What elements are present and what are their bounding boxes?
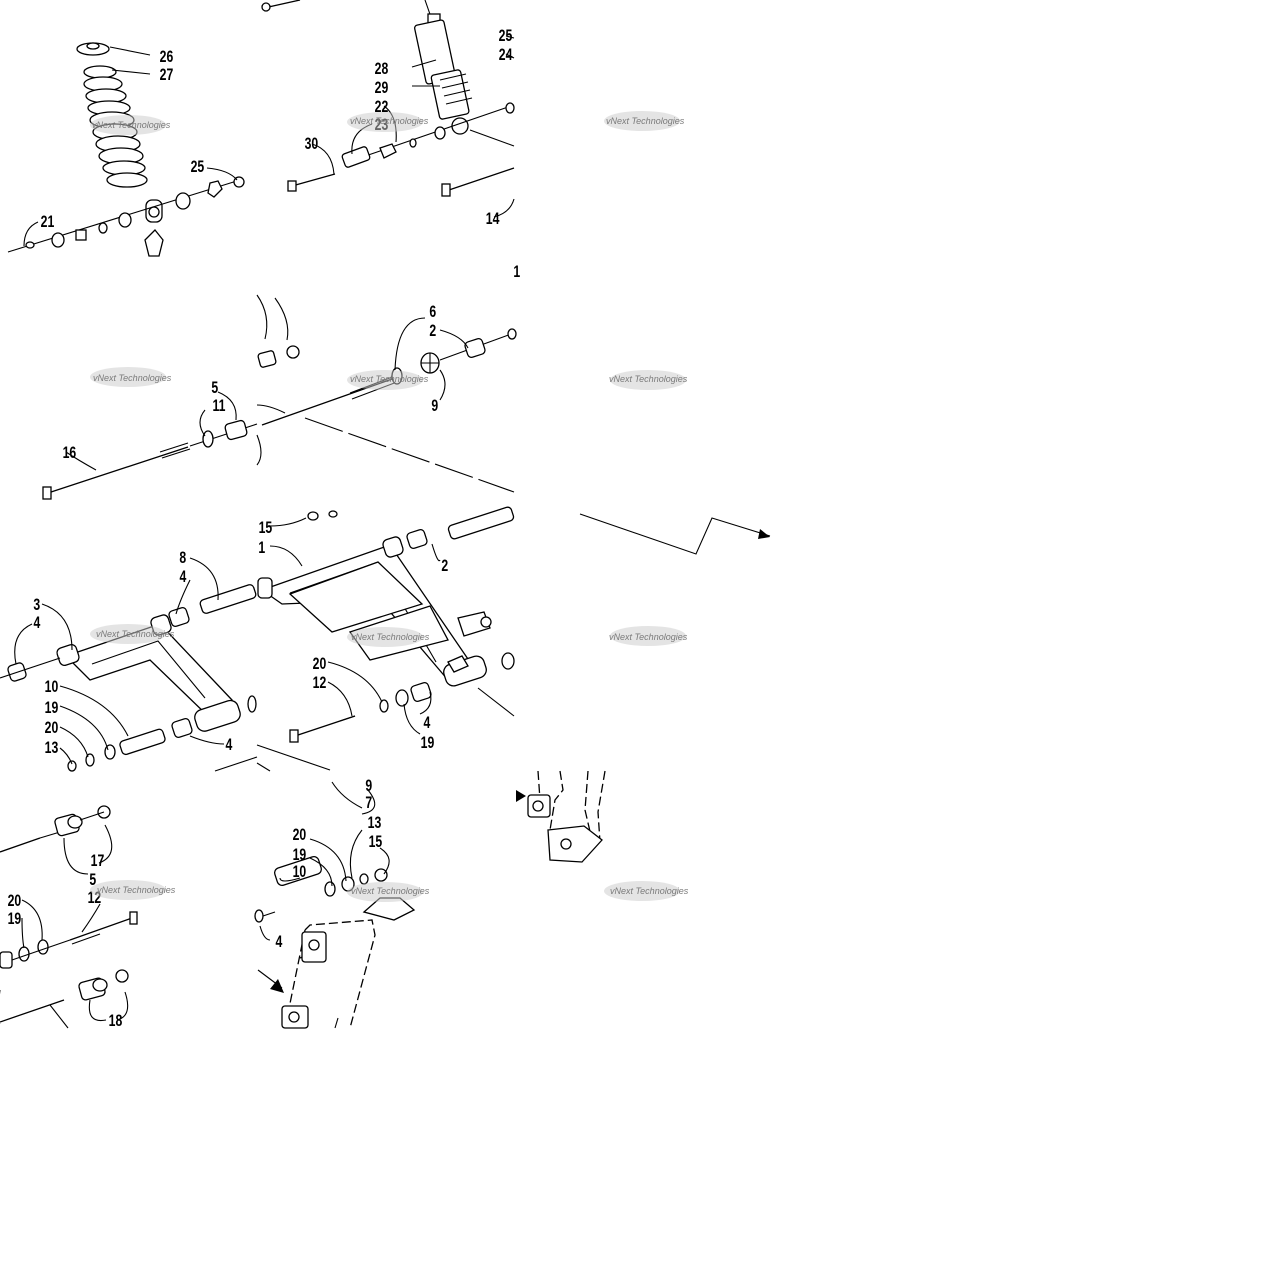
tile-shock-spring: 26 27 25 21 vNext Technologies — [7, 42, 245, 257]
callout-15: 15 — [369, 833, 383, 851]
svg-text:vNext Technologies: vNext Technologies — [92, 120, 171, 130]
callout-7: 7 — [365, 794, 372, 812]
tile-pivot-hardware: 6 2 9 vNext Technologies — [256, 294, 517, 493]
callout-30: 30 — [305, 135, 319, 153]
watermark: vNext Technologies — [90, 367, 172, 387]
callout-21: 21 — [41, 213, 55, 231]
callout-1: 1 — [513, 263, 520, 281]
watermark: vNext Technologies — [347, 627, 430, 647]
arrow-icon — [758, 529, 770, 539]
watermark: vNext Technologies — [90, 624, 175, 644]
callout-19: 19 — [45, 699, 59, 717]
svg-text:vNext Technologies: vNext Technologies — [351, 632, 430, 642]
callout-20: 20 — [293, 826, 307, 844]
callout-24: 24 — [499, 46, 513, 64]
callout-28: 28 — [375, 60, 389, 78]
callout-19: 19 — [293, 846, 307, 864]
svg-text:vNext Technologies: vNext Technologies — [609, 374, 688, 384]
callout-22: 22 — [375, 98, 389, 116]
callout-20: 20 — [8, 892, 22, 910]
callout-4: 4 — [423, 714, 430, 732]
callout-1: 1 — [258, 539, 265, 557]
callout-4: 4 — [33, 614, 40, 632]
callout-13: 13 — [368, 814, 382, 832]
watermark: vNext Technologies — [347, 882, 430, 902]
callout-16: 16 — [63, 444, 77, 462]
watermark: vNext Technologies — [347, 112, 429, 132]
callout-13: 13 — [45, 739, 59, 757]
svg-text:vNext Technologies: vNext Technologies — [351, 886, 430, 896]
callout-17: 17 — [91, 852, 105, 870]
callout-6: 6 — [429, 303, 436, 321]
callout-15: 15 — [259, 519, 273, 537]
arrow-icon — [516, 790, 526, 802]
callout-3: 3 — [33, 596, 40, 614]
callout-26: 26 — [160, 48, 174, 66]
svg-text:vNext Technologies: vNext Technologies — [97, 885, 176, 895]
tile-spindle-detail: vNext Technologies — [516, 770, 689, 901]
arrow-icon — [270, 979, 284, 993]
callout-20: 20 — [45, 719, 59, 737]
callout-9: 9 — [365, 777, 372, 795]
callout-4: 4 — [275, 933, 282, 951]
callout-19: 19 — [8, 910, 22, 928]
callout-19: 19 — [421, 734, 435, 752]
callout-5: 5 — [89, 871, 96, 889]
watermark: vNext Technologies — [347, 370, 429, 390]
callout-9: 9 — [431, 397, 438, 415]
tile-lower-a-arm: 8 4 3 4 10 19 20 13 4 vNext Technologies — [0, 549, 258, 772]
callout-5: 5 — [211, 379, 218, 397]
tile-leader-line: vNext Technologies — [579, 513, 771, 646]
callout-29: 29 — [375, 79, 389, 97]
callout-8: 8 — [179, 549, 186, 567]
watermark: vNext Technologies — [90, 880, 176, 900]
watermark: vNext Technologies — [90, 115, 171, 135]
callout-2: 2 — [441, 557, 448, 575]
callout-4: 4 — [225, 736, 232, 754]
callout-25: 25 — [499, 27, 513, 45]
watermark: vNext Technologies — [604, 111, 685, 131]
callout-2: 2 — [429, 322, 436, 340]
callout-27: 27 — [160, 66, 174, 84]
callout-25: 25 — [191, 158, 205, 176]
svg-text:vNext Technologies: vNext Technologies — [350, 116, 429, 126]
svg-text:vNext Technologies: vNext Technologies — [609, 632, 688, 642]
watermark: vNext Technologies — [609, 626, 688, 646]
coil-spring — [83, 65, 148, 188]
watermark: vNext Technologies — [609, 370, 688, 390]
tile-spindle-bracket: 9 7 20 19 10 13 15 4 vNext Technologies — [254, 777, 430, 1029]
tile-shock-absorber: 28 29 22 23 30 25 24 14 1 vNext Technolo… — [261, 0, 520, 282]
svg-text:vNext Technologies: vNext Technologies — [96, 629, 175, 639]
svg-text:vNext Technologies: vNext Technologies — [350, 374, 429, 384]
callout-14: 14 — [486, 210, 500, 228]
tile-lower-hardware: 17 5 20 19 12 18 vNext Technologies — [0, 805, 176, 1031]
callout-10: 10 — [45, 678, 59, 696]
svg-text:vNext Technologies: vNext Technologies — [93, 373, 172, 383]
callout-12: 12 — [313, 674, 327, 692]
svg-text:vNext Technologies: vNext Technologies — [606, 116, 685, 126]
callout-4: 4 — [179, 568, 186, 586]
svg-text:vNext Technologies: vNext Technologies — [610, 886, 689, 896]
tile-upper-a-arm: 15 1 2 20 12 4 19 vNext Technologies — [256, 506, 515, 772]
watermark: vNext Technologies — [604, 881, 689, 901]
callout-11: 11 — [213, 397, 226, 415]
callout-18: 18 — [109, 1012, 123, 1030]
callout-20: 20 — [313, 655, 327, 673]
callout-10: 10 — [293, 863, 307, 881]
tile-long-bolt: 16 5 11 vNext Technologies — [42, 367, 258, 500]
